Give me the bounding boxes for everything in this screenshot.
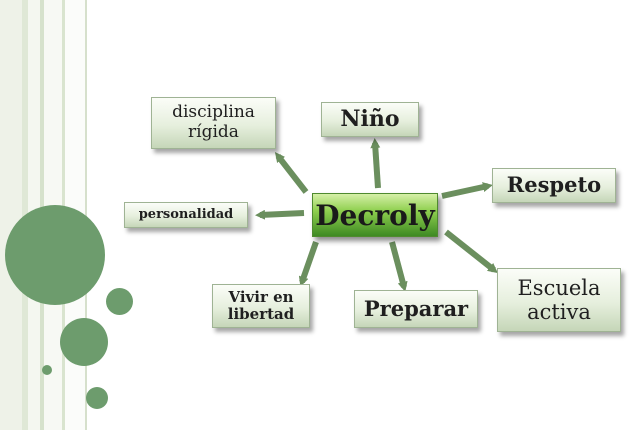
node-escuela-activa: Escuela activa — [497, 268, 621, 332]
node-respeto: Respeto — [492, 168, 616, 203]
arrow-to-vivir — [298, 241, 319, 287]
node-disciplina-rigida: disciplina rígida — [151, 97, 276, 149]
decorative-circle-tiny — [42, 365, 52, 375]
arrow-to-preparar — [389, 241, 408, 292]
decorative-circle-large — [5, 205, 105, 305]
node-personalidad: personalidad — [124, 202, 248, 228]
arrow-to-nino — [370, 138, 381, 189]
decorative-circle-small — [106, 288, 133, 315]
node-center-decroly: Decroly — [312, 193, 438, 237]
decorative-circle-medium — [60, 318, 108, 366]
arrow-to-disciplina — [274, 152, 309, 194]
node-preparar: Preparar — [354, 290, 478, 328]
decorative-circle-bottom — [86, 387, 108, 409]
node-vivir-en-libertad: Vivir en libertad — [212, 284, 310, 328]
arrow-to-escuela — [444, 229, 498, 274]
arrow-to-respeto — [441, 182, 493, 199]
arrow-to-personalidad — [255, 209, 305, 220]
node-nino: Niño — [321, 102, 419, 137]
